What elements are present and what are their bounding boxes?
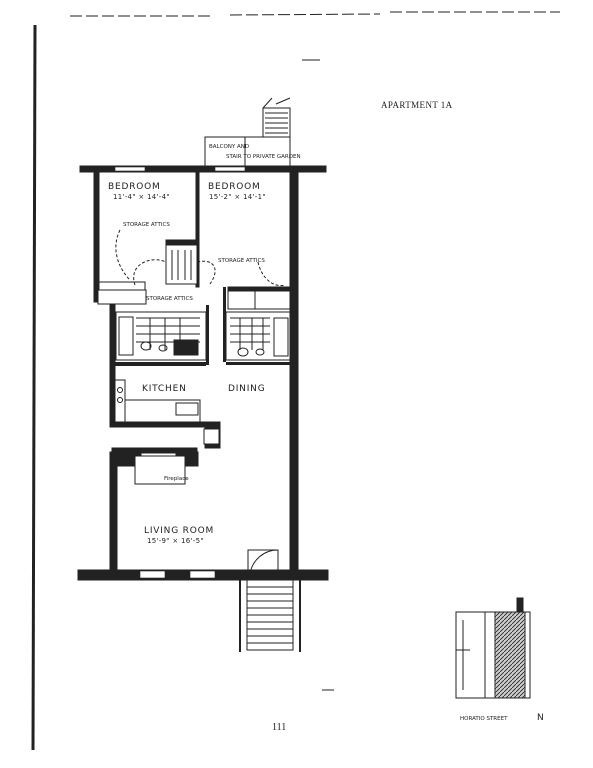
balcony-stair <box>204 97 291 167</box>
page-number: 111 <box>272 722 286 733</box>
stair-label: STAIR TO PRIVATE GARDEN <box>226 154 301 160</box>
dining-label: DINING <box>228 384 265 394</box>
kitchen-label: KITCHEN <box>142 384 187 394</box>
page-border <box>31 11 560 751</box>
living-room-dims: 15'-9" × 16'-5" <box>147 537 204 545</box>
closet-block <box>115 229 286 287</box>
bedroom-right-dims: 15'-2" × 14'-1" <box>209 193 266 201</box>
plan-title: APARTMENT 1A <box>381 100 453 110</box>
balcony-label: BALCONY AND <box>209 144 249 150</box>
entry-door <box>247 549 279 579</box>
bedroom-right-name: BEDROOM <box>208 182 261 192</box>
living-room-name: LIVING ROOM <box>144 526 214 536</box>
north-arrow: N <box>537 713 545 723</box>
bathroom-right <box>225 311 291 361</box>
fireplace <box>112 451 199 485</box>
windows <box>114 166 246 579</box>
bedroom-left-name: BEDROOM <box>108 182 161 192</box>
kitchen-counters <box>114 379 220 445</box>
key-plan <box>455 597 531 699</box>
storage-attics-label-2: STORAGE ATTICS <box>218 258 265 264</box>
entry-stair <box>239 579 301 652</box>
storage-attics-label-3: STORAGE ATTICS <box>146 296 193 302</box>
exterior-walls <box>77 165 329 581</box>
fireplace-label: Fireplace <box>164 476 189 482</box>
bedroom-left-room <box>97 281 147 305</box>
key-plan-street: HORATIO STREET <box>460 716 508 722</box>
bathroom-left <box>115 311 207 361</box>
storage-attics-label-1: STORAGE ATTICS <box>123 222 170 228</box>
right-closet <box>227 286 291 310</box>
bedroom-left-dims: 11'-4" × 14'-4" <box>113 193 170 201</box>
hall-walls <box>110 287 290 366</box>
